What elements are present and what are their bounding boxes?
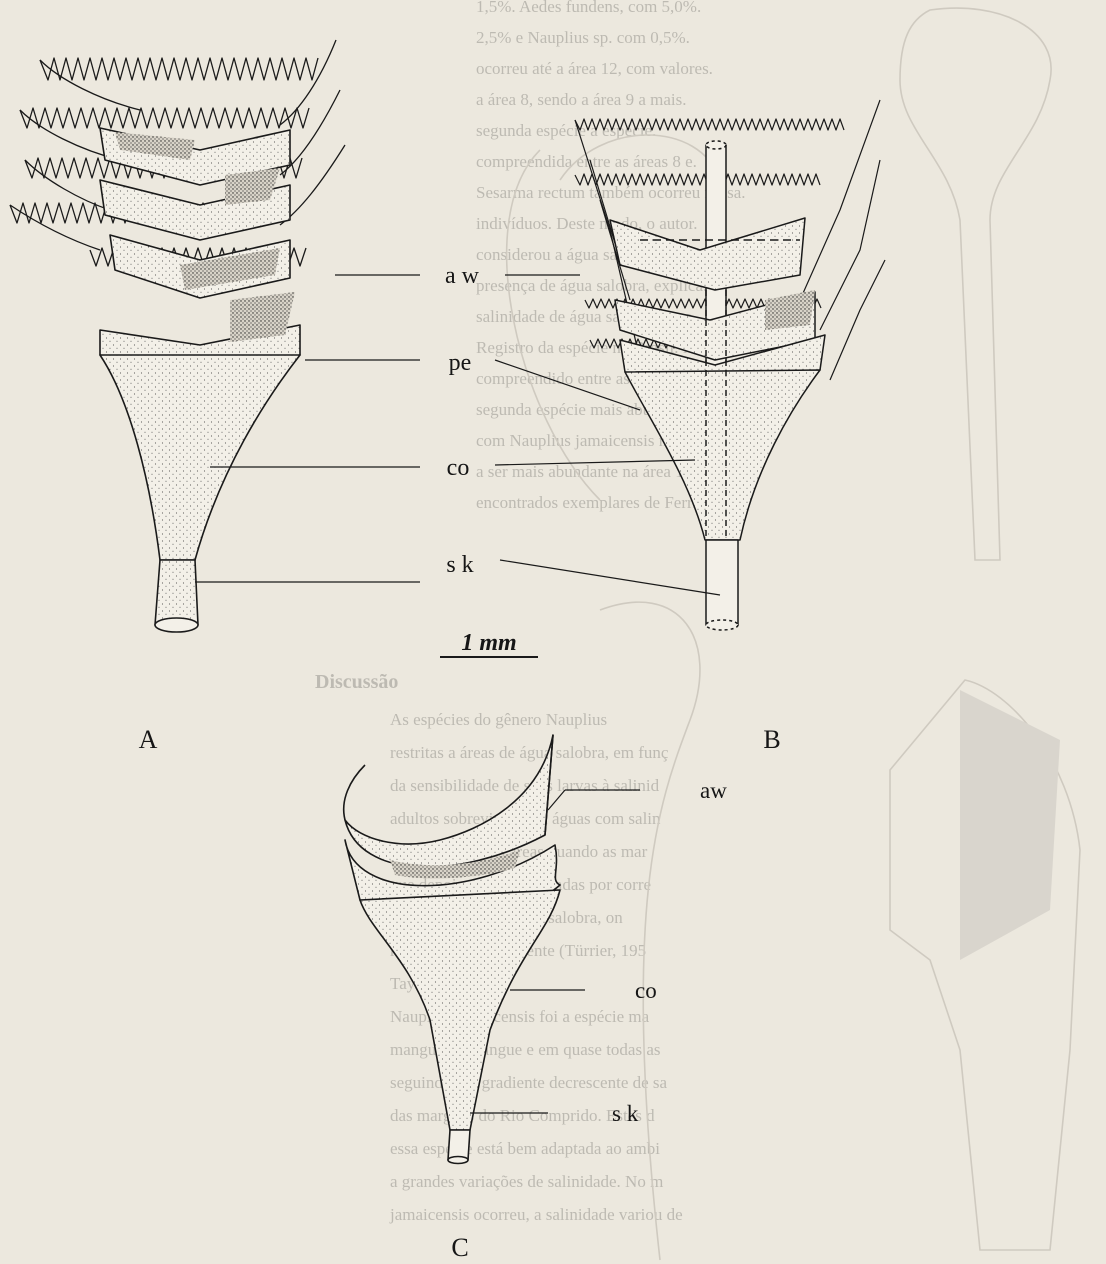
figure-b-specimen: [575, 100, 885, 630]
figure-a-cone-body: [100, 355, 300, 560]
background-text-line: a grandes variações de salinidade. No m: [390, 1172, 663, 1191]
background-text-line: 1,5%. Aedes fundens, com 5,0%.: [476, 0, 701, 16]
figure-letter-a: A: [139, 725, 158, 754]
label-sk-ab: s k: [446, 552, 473, 578]
background-section-heading: Discussão: [315, 671, 398, 693]
figure-letter-c: C: [451, 1233, 468, 1262]
label-sk-c: s k: [612, 1101, 639, 1126]
figure-b-cone-body: [625, 370, 820, 540]
faint-shaded-region: [960, 690, 1060, 960]
figure-letter-b: B: [763, 725, 780, 754]
figure-c-spike-left: [344, 765, 365, 820]
label-co-ab: co: [447, 455, 470, 481]
background-text-line: mangue de mangue e em quase todas as: [390, 1040, 661, 1059]
figure-b-stalk-base: [706, 620, 738, 630]
leader-b-sk: [500, 560, 720, 595]
background-text-line: essa espécie está bem adaptada ao ambi: [390, 1139, 660, 1158]
labels-ab: a w pe co s k: [445, 263, 480, 578]
faint-specimen-top-right: [900, 8, 1051, 560]
figure-a-stalk: [155, 560, 198, 625]
label-co-c: co: [635, 978, 657, 1003]
figure-c-stalk: [448, 1130, 470, 1160]
background-text-line: ocorreu até a área 12, com valores.: [476, 59, 713, 78]
label-aw-c: aw: [700, 778, 727, 803]
background-text-line: 2,5% e Nauplius sp. com 0,5%.: [476, 28, 690, 47]
label-pe-ab: pe: [449, 350, 472, 376]
scale-bar: 1 mm: [440, 630, 538, 657]
figure-c-stalk-base: [448, 1157, 468, 1164]
figure-a-stalk-base: [155, 618, 198, 632]
background-page-text: 1,5%. Aedes fundens, com 5,0%. 2,5% e Nau…: [315, 0, 766, 1224]
background-text-line: seguindo um gradiente decrescente de sa: [390, 1073, 668, 1092]
background-text-line: jamaicensis ocorreu, a salinidade variou…: [389, 1205, 683, 1224]
figure-b-rod-top: [706, 141, 726, 149]
figure-c-specimen: [344, 735, 560, 1164]
faint-curve-bottom: [600, 602, 700, 1260]
figure-b-dense-stipple: [765, 290, 815, 330]
background-text-line: a área 8, sendo a área 9 a mais.: [476, 90, 687, 109]
figure-a-specimen: [10, 40, 345, 632]
background-text-line: restritas a áreas de água salobra, em fu…: [390, 743, 669, 762]
label-aw-ab: a w: [445, 263, 480, 289]
background-text-line: As espécies do gênero Nauplius: [390, 710, 607, 729]
figure-b-stalk: [706, 540, 738, 625]
background-text-line: Sesarma rectum também ocorreu nessa.: [476, 183, 746, 202]
scale-bar-label: 1 mm: [461, 630, 516, 656]
